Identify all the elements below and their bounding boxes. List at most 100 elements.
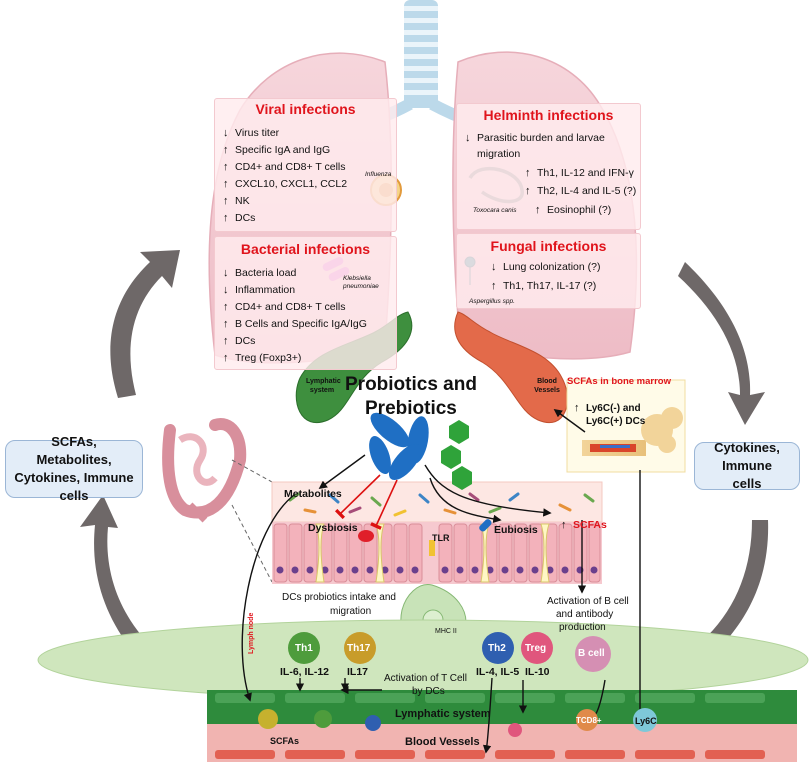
bcell-label: B cell: [578, 648, 605, 659]
lymph-node-label: Lymph node: [248, 612, 255, 654]
helminth-item: migration: [477, 148, 521, 160]
bacterial-item: ↑Treg (Foxp3+): [223, 352, 302, 364]
right-summary-text: Cytokines, Immune cells: [714, 440, 780, 491]
helminth-item: ↑Eosinophil (?): [535, 204, 612, 216]
up-arrow-icon: ↑: [535, 204, 541, 216]
viral-item: ↑CXCL10, CXCL1, CCL2: [223, 178, 348, 190]
up-arrow-icon: ↑: [574, 402, 580, 414]
right-summary-box: Cytokines, Immune cells: [694, 440, 800, 491]
center-title-line2: Prebiotics: [365, 398, 457, 419]
dc-intake-line1: DCs probiotics intake and: [282, 592, 396, 603]
viral-panel-title: Viral infections: [255, 101, 356, 117]
pathogen-label: Toxocara canis: [473, 207, 517, 214]
up-arrow-icon: ↑: [223, 318, 229, 330]
lymphatic-band-label: Lymphatic system: [395, 708, 491, 720]
fungal-infections-panel: Fungal infections ↓Lung colonization (?)…: [456, 233, 641, 309]
th17-cell-label: Th17: [347, 643, 371, 654]
pathogen-label: Aspergillus spp.: [469, 298, 515, 305]
down-arrow-icon: ↓: [223, 284, 229, 296]
up-arrow-icon: ↑: [223, 352, 229, 364]
fungal-panel-title: Fungal infections: [490, 238, 607, 254]
th1-cell-label: Th1: [295, 643, 313, 654]
bacterial-item: ↑B Cells and Specific IgA/IgG: [223, 318, 367, 330]
bacterial-item: ↑CD4+ and CD8+ T cells: [223, 301, 346, 313]
helminth-panel-title: Helminth infections: [483, 107, 614, 123]
up-arrow-icon: ↑: [525, 167, 531, 179]
fungal-item: ↑Th1, Th17, IL-17 (?): [491, 280, 597, 292]
up-arrow-icon: ↑: [223, 301, 229, 313]
center-title-line1: Probiotics and: [345, 374, 477, 395]
bacterial-infections-panel: Bacterial infections ↓Bacteria load ↓Inf…: [214, 236, 397, 370]
intestine-graphic: [162, 418, 247, 523]
th2-cytokines: IL-4, IL-5: [476, 666, 520, 678]
mhc-label: MHC II: [435, 628, 457, 635]
down-arrow-icon: ↓: [223, 267, 229, 279]
bone-marrow-graphic: [566, 379, 686, 473]
blood-band-label: Blood Vessels: [405, 736, 480, 748]
bacterial-item: ↓Inflammation: [223, 284, 296, 296]
treg-cell-label: Treg: [525, 643, 547, 654]
lymphatic-system-label: Lymphatic system: [306, 378, 341, 394]
pathogen-label: Klebsiella pneumoniae: [343, 275, 379, 290]
viral-item: ↑CD4+ and CD8+ T cells: [223, 161, 346, 173]
tcd8-label: TCD8+: [576, 716, 602, 725]
down-arrow-icon: ↓: [465, 132, 471, 144]
blood-vessel-sac: [454, 311, 568, 423]
blood-vessels-label: Blood Vessels: [534, 378, 560, 394]
eubiosis-label: Eubiosis: [494, 524, 538, 536]
th2-cell-label: Th2: [488, 643, 506, 654]
up-arrow-icon: ↑: [223, 335, 229, 347]
up-arrow-icon: ↑: [525, 185, 531, 197]
viral-item: ↑DCs: [223, 212, 256, 224]
viral-infections-panel: Viral infections ↓Virus titer ↑Specific …: [214, 98, 397, 232]
up-arrow-icon: ↑: [561, 519, 567, 531]
fungal-item: ↓Lung colonization (?): [491, 261, 601, 273]
down-arrow-icon: ↓: [491, 261, 497, 273]
dc-intake-line2: migration: [330, 606, 372, 617]
left-summary-text: SCFAs, Metabolites, Cytokines, Immune ce…: [14, 434, 134, 503]
scfas-gut-label: ↑SCFAs: [561, 519, 607, 531]
up-arrow-icon: ↑: [223, 195, 229, 207]
bone-marrow-line2: Ly6C(+) DCs: [586, 416, 646, 427]
prebiotic-molecules: [441, 420, 472, 490]
helminth-item: ↑Th1, IL-12 and IFN-γ: [525, 167, 634, 179]
lymph-node-cells: [288, 632, 611, 672]
vessel-cells: [258, 708, 657, 737]
bcell-activation-line1: Activation of B cell: [547, 596, 629, 607]
helminth-infections-panel: Helminth infections ↓Parasitic burden an…: [456, 103, 641, 230]
bacterial-item: ↑DCs: [223, 335, 256, 347]
intestinal-epithelium: [272, 519, 602, 584]
bacterial-panel-title: Bacterial infections: [240, 241, 371, 257]
helminth-item: ↑Th2, IL-4 and IL-5 (?): [525, 185, 637, 197]
up-arrow-icon: ↑: [223, 144, 229, 156]
up-arrow-icon: ↑: [491, 280, 497, 292]
th1-cytokines: IL-6, IL-12: [280, 666, 330, 678]
probiotic-bacteria: [369, 412, 429, 481]
viral-item: ↓Virus titer: [223, 127, 280, 139]
up-arrow-icon: ↑: [223, 212, 229, 224]
bone-marrow-title: SCFAs in bone marrow: [567, 376, 671, 387]
viral-item: ↑NK: [223, 195, 250, 207]
bone-marrow-line1: ↑Ly6C(-) and: [574, 402, 641, 414]
gut-microbiota: [288, 492, 595, 517]
treg-cytokines: IL-10: [525, 666, 550, 678]
bcell-activation-line3: production: [559, 622, 606, 633]
th17-cytokines: IL17: [347, 666, 369, 678]
helminth-item: ↓Parasitic burden and larvae: [465, 132, 605, 144]
tcell-activation-line2: by DCs: [412, 686, 445, 697]
left-summary-box: SCFAs, Metabolites, Cytokines, Immune ce…: [5, 434, 143, 503]
bcell-activation-line2: and antibody: [556, 609, 614, 620]
up-arrow-icon: ↑: [223, 161, 229, 173]
down-arrow-icon: ↓: [223, 127, 229, 139]
tlr-label: TLR: [432, 533, 450, 543]
metabolites-label: Metabolites: [284, 488, 342, 500]
scfas-bottom-label: SCFAs: [270, 736, 300, 746]
ly6c-label: Ly6C: [635, 716, 657, 726]
tcell-activation-line1: Activation of T Cell: [384, 673, 468, 684]
bacterial-item: ↓Bacteria load: [223, 267, 297, 279]
pathogen-label: Influenza: [365, 171, 392, 178]
up-arrow-icon: ↑: [223, 178, 229, 190]
viral-item: ↑Specific IgA and IgG: [223, 144, 331, 156]
dysbiosis-label: Dysbiosis: [308, 522, 358, 534]
